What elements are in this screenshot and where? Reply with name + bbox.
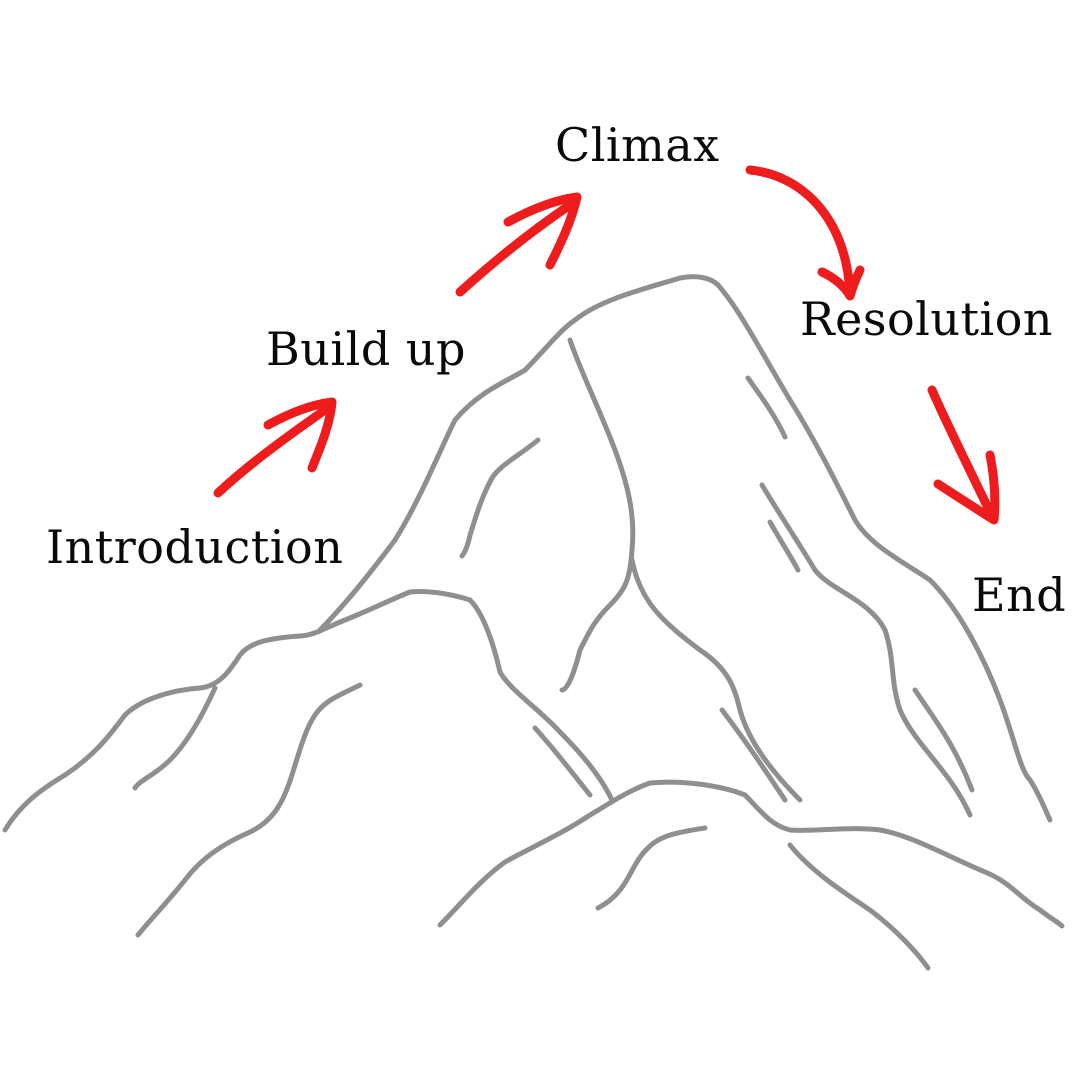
arrow-head — [503, 192, 582, 270]
arrow-build-to-climax — [455, 192, 582, 297]
front-foothill-ridge — [437, 779, 1065, 929]
arrow-shaft — [455, 200, 575, 297]
label-build-up: Build up — [266, 322, 466, 376]
main-peak-crease — [559, 337, 636, 693]
main-peak-right-face — [715, 282, 1053, 823]
right-face-stroke-4 — [912, 687, 975, 793]
front-foothill-inner — [595, 825, 708, 911]
arrow-resolution-to-end — [927, 385, 1000, 525]
middle-stroke — [532, 725, 593, 798]
arrow-shaft — [927, 385, 995, 517]
arrow-head — [263, 397, 337, 473]
label-end: End — [972, 568, 1067, 622]
left-face-line — [459, 437, 541, 559]
arrow-shaft — [213, 405, 330, 498]
arrow-shaft — [745, 165, 855, 297]
front-foothill-slope — [787, 842, 931, 971]
mountain-drawing — [2, 274, 1065, 971]
label-resolution: Resolution — [800, 292, 1054, 346]
main-peak-crease-lower — [629, 557, 803, 803]
label-climax: Climax — [555, 118, 720, 172]
right-face-stroke-5 — [719, 707, 788, 803]
right-face-stroke-1 — [745, 375, 788, 440]
arrow-intro-to-build — [213, 397, 337, 498]
right-face-stroke-2 — [759, 482, 973, 818]
label-introduction: Introduction — [46, 520, 344, 574]
arrow-head — [817, 265, 865, 301]
left-foothill-ridge — [2, 589, 615, 833]
arrow-climax-to-resolution — [745, 165, 865, 301]
main-peak-left-ridge — [315, 274, 721, 635]
lower-left-ridge — [135, 682, 363, 938]
arrow-head — [933, 450, 1000, 525]
arrow-group — [213, 165, 1000, 525]
left-inner-ridge — [132, 685, 218, 791]
right-face-stroke-3 — [767, 519, 801, 573]
